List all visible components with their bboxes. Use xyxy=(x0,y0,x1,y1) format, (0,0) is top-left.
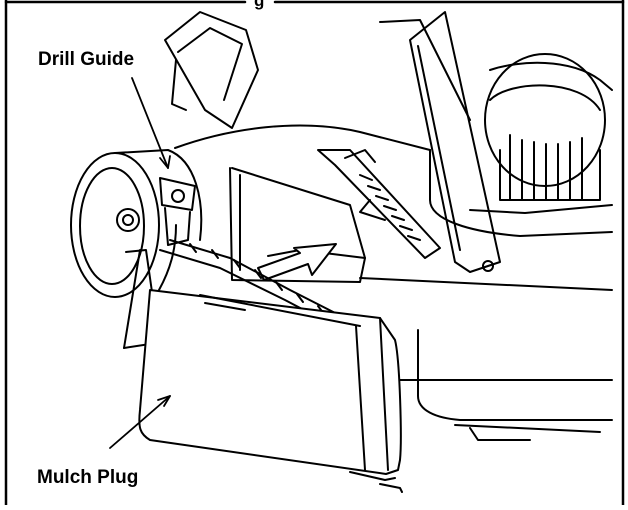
mower-deck xyxy=(174,61,613,441)
mulch-plug-label: Mulch Plug xyxy=(35,467,141,489)
spring-mechanism xyxy=(317,149,441,259)
discharge-door xyxy=(379,11,501,273)
drill-guide-leader xyxy=(131,77,169,169)
callout-leaders xyxy=(109,77,171,449)
discharge-opening xyxy=(229,167,366,283)
drill-guide-arrowhead xyxy=(159,155,171,169)
rear-wheel xyxy=(70,149,203,298)
figure-title-fragment: g xyxy=(254,0,265,10)
handle-bar xyxy=(164,11,259,129)
figure-border xyxy=(4,0,625,507)
drill-guide-label: Drill Guide xyxy=(36,49,137,71)
engine xyxy=(484,53,606,201)
mulch-plug-part xyxy=(123,249,403,493)
mulch-plug-leader xyxy=(109,395,171,449)
drill-guide-part xyxy=(159,177,196,246)
insertion-arrow xyxy=(257,243,337,281)
mulch-plug-arrowhead xyxy=(157,395,171,407)
